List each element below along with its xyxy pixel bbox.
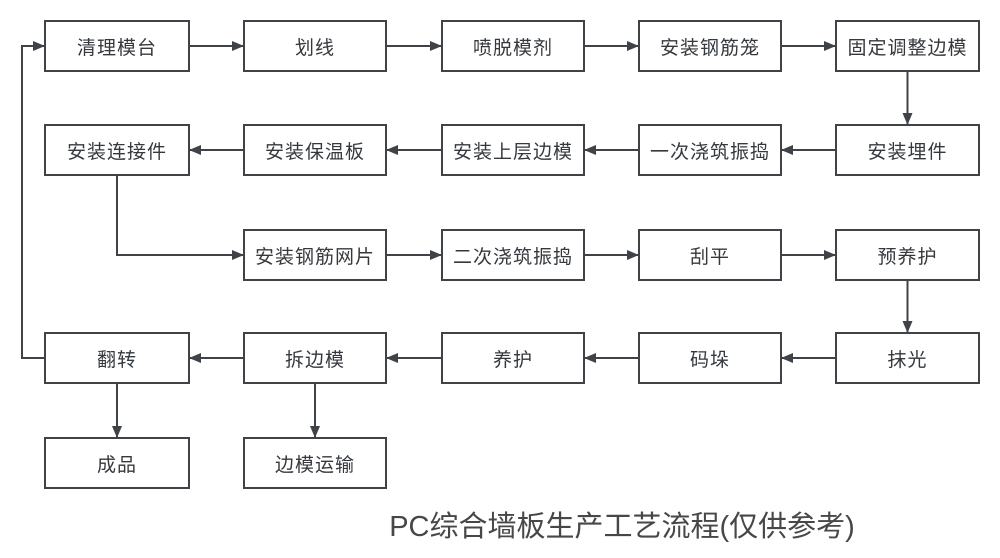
flow-node-pre-curing: 预养护 [835, 229, 980, 281]
flow-node-upper-mold: 安装上层边模 [441, 124, 585, 176]
flow-node-clean-platform: 清理模台 [44, 20, 190, 72]
flow-node-marking: 划线 [243, 20, 387, 72]
flow-node-insulation: 安装保温板 [243, 124, 387, 176]
flow-node-curing: 养护 [441, 332, 585, 384]
flow-node-rebar-mesh: 安装钢筋网片 [243, 229, 387, 281]
flow-node-screed: 刮平 [638, 229, 782, 281]
flow-node-flip: 翻转 [44, 332, 190, 384]
flow-node-finished-product: 成品 [44, 437, 190, 489]
flow-node-fix-side-mold: 固定调整边模 [835, 20, 980, 72]
flow-node-rebar-cage: 安装钢筋笼 [638, 20, 782, 72]
flow-node-stacking: 码垛 [638, 332, 782, 384]
flow-node-spray-release: 喷脱模剂 [441, 20, 585, 72]
flow-node-connector: 安装连接件 [44, 124, 190, 176]
diagram-title: PC综合墙板生产工艺流程(仅供参考) [389, 511, 855, 543]
flow-node-remove-mold: 拆边模 [243, 332, 387, 384]
flow-node-polishing: 抹光 [835, 332, 980, 384]
flow-node-mold-transport: 边模运输 [243, 437, 387, 489]
flow-node-first-pour: 一次浇筑振捣 [638, 124, 782, 176]
flow-node-embed-parts: 安装埋件 [835, 124, 980, 176]
flow-node-second-pour: 二次浇筑振捣 [441, 229, 585, 281]
edge-flip-to-clean-platform [21, 41, 45, 359]
edge-connector-to-rebar-mesh [116, 176, 244, 260]
